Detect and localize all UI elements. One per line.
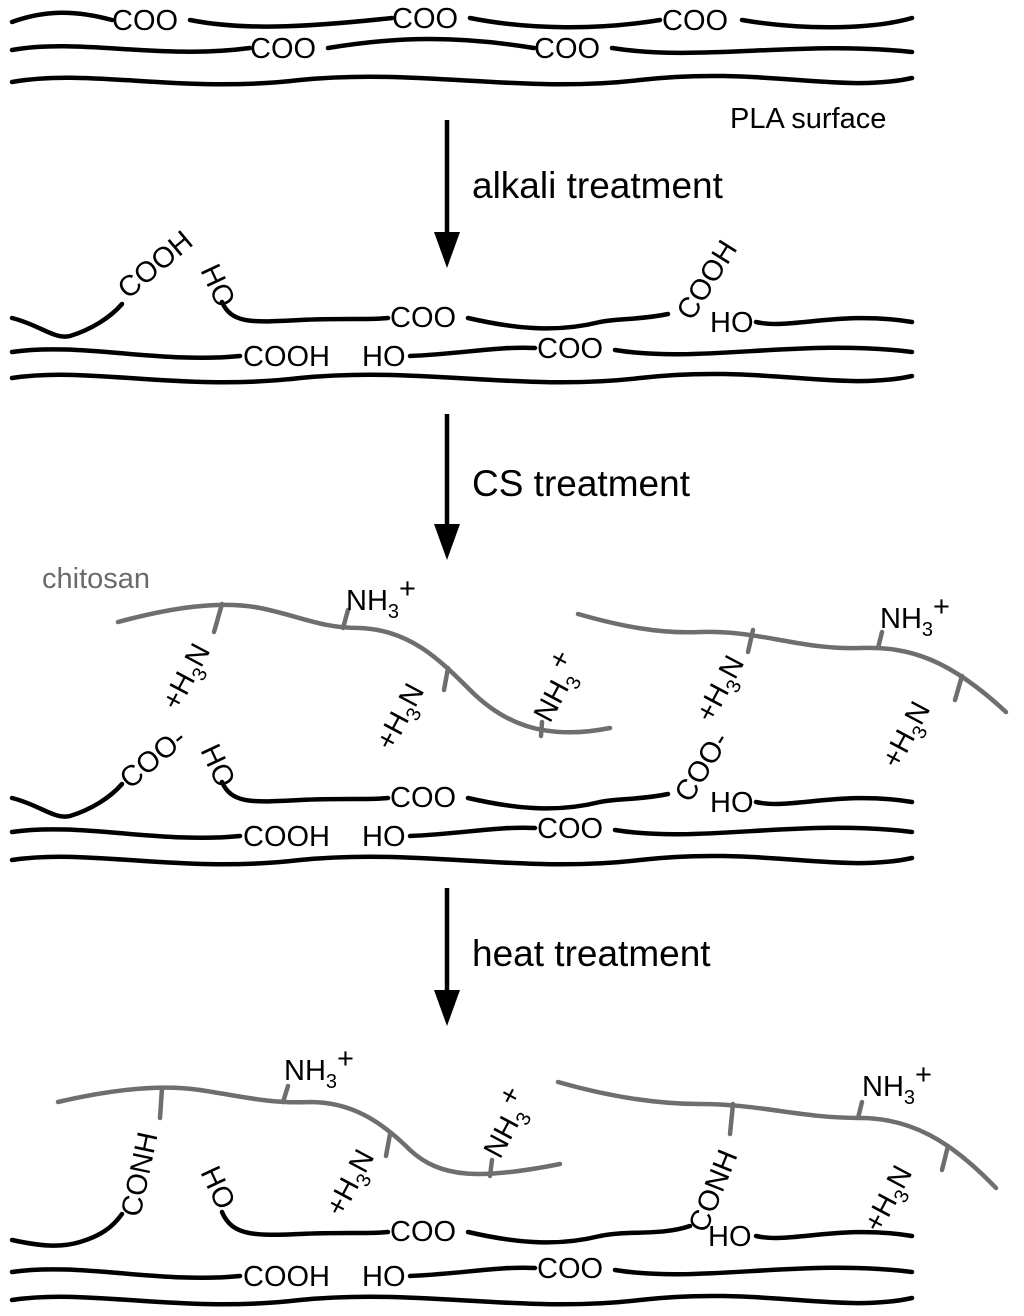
hydroxyl-group: HO xyxy=(710,307,754,339)
amide-group: CONH xyxy=(116,1129,165,1219)
hydroxyl-group: HO xyxy=(362,341,406,373)
carboxyl-group: COOH xyxy=(243,821,330,853)
hydroxyl-group: HO xyxy=(194,259,241,312)
pla-chain xyxy=(9,1265,915,1280)
ester-group: COO xyxy=(112,5,178,37)
cs-treatment-label: CS treatment xyxy=(472,463,691,504)
chitosan-label: chitosan xyxy=(42,563,150,595)
alkali-treatment-arrow: alkali treatment xyxy=(434,120,724,268)
stage-chitosan-adsorbed: chitosan NH3+ +H3N +H3N NH3+ +H3N NH3+ xyxy=(9,563,1009,867)
ester-group: COO xyxy=(390,782,456,814)
carboxyl-group: COOH xyxy=(112,225,199,305)
pla-chain xyxy=(465,311,671,331)
hydroxyl-group: HO xyxy=(362,1261,406,1293)
hydrolyzed-chain xyxy=(9,781,125,819)
pla-chain xyxy=(9,345,915,360)
pla-chain-3 xyxy=(9,73,915,87)
hydroxyl-group: HO xyxy=(710,787,754,819)
hydrolyzed-chain xyxy=(219,299,391,324)
pla-chain xyxy=(9,853,915,867)
protonated-amine: +H3N xyxy=(858,1160,924,1240)
hydroxyl-group: HO xyxy=(194,739,241,792)
pla-chain xyxy=(465,1223,693,1245)
heat-treatment-arrow: heat treatment xyxy=(434,888,711,1026)
protonated-amine: +H3N xyxy=(690,650,756,730)
hydroxyl-group: HO xyxy=(194,1161,241,1214)
protonated-amine: NH3+ xyxy=(517,645,594,730)
protonated-amine: NH3+ xyxy=(862,1059,932,1109)
carboxyl-group: COOH xyxy=(243,1261,330,1293)
alkali-treatment-label: alkali treatment xyxy=(472,165,724,206)
ester-group: COO xyxy=(250,33,316,65)
protonated-amine: NH3+ xyxy=(467,1081,544,1166)
hydrolyzed-chain xyxy=(219,1209,391,1238)
protonated-amine: +H3N xyxy=(320,1144,386,1224)
ester-group: COO xyxy=(392,3,458,35)
carboxyl-group: COOH xyxy=(243,341,330,373)
carboxylate-group: COO- xyxy=(114,722,193,795)
pla-surface-label: PLA surface xyxy=(730,103,886,135)
pla-chain-2 xyxy=(9,36,915,56)
chitosan-chain xyxy=(575,611,1009,715)
heat-treatment-label: heat treatment xyxy=(472,933,711,974)
chitosan-chain xyxy=(55,1085,563,1177)
stage-alkali-treated: COOH HO COO COOH HO COOH HO COO xyxy=(9,225,915,385)
protonated-amine: +H3N xyxy=(370,678,436,758)
pla-chain xyxy=(753,315,915,327)
hydroxyl-group: HO xyxy=(362,821,406,853)
hydrolyzed-chain xyxy=(219,779,391,804)
pla-chain xyxy=(9,371,915,385)
chitosan-chain xyxy=(555,1079,999,1191)
pla-chain xyxy=(465,791,671,811)
pla-chain xyxy=(753,1229,915,1241)
ester-group: COO xyxy=(537,813,603,845)
stage-pla-surface: COO COO COO COO COO PLA surface xyxy=(9,3,915,135)
pla-chain xyxy=(753,795,915,807)
hydrolyzed-chain xyxy=(9,301,125,339)
pla-chain xyxy=(9,825,915,840)
ester-group: COO xyxy=(390,302,456,334)
protonated-amine: NH3+ xyxy=(284,1043,354,1093)
pla-chain-1 xyxy=(9,10,915,30)
protonated-amine: NH3+ xyxy=(880,591,950,641)
hydroxyl-group: HO xyxy=(708,1221,752,1253)
cs-treatment-arrow: CS treatment xyxy=(434,414,691,560)
ester-group: COO xyxy=(390,1216,456,1248)
chitosan-chain xyxy=(115,602,613,735)
ester-group: COO xyxy=(537,1253,603,1285)
stage-heat-treated: NH3+ +H3N NH3+ NH3+ +H3N CONH CONH HO CO… xyxy=(9,1043,999,1307)
ester-group: COO xyxy=(537,333,603,365)
protonated-amine: +H3N xyxy=(156,638,222,718)
ester-group: COO xyxy=(662,5,728,37)
hydrolyzed-chain xyxy=(9,1211,125,1248)
protonated-amine: +H3N xyxy=(876,696,942,776)
protonated-amine: NH3+ xyxy=(346,573,416,623)
ester-group: COO xyxy=(534,33,600,65)
pla-chain xyxy=(9,1293,915,1307)
